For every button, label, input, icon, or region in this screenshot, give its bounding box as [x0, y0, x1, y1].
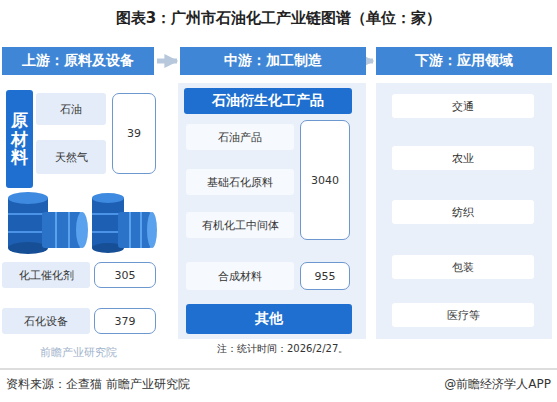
node-text: 39 — [127, 127, 141, 140]
category-header: 其他 — [186, 304, 352, 334]
item-box: 合成材料 — [186, 262, 294, 290]
node-text: 基础石化原料 — [207, 175, 273, 190]
footer-rule — [0, 369, 557, 370]
stage-header: 中游：加工制造 — [180, 47, 366, 75]
node-text: 石油产品 — [218, 130, 262, 145]
credit-text: @前瞻经济学人APP — [444, 376, 551, 393]
downstream-panel — [376, 83, 552, 339]
node-text: 原材料 — [11, 111, 28, 167]
node-text: 纺织 — [452, 205, 474, 220]
flow-arrow — [369, 59, 373, 64]
barrel-illustration — [8, 192, 157, 254]
node-text: 有机化工中间体 — [202, 218, 279, 233]
node-text: 石油 — [60, 102, 82, 117]
node-text: 农业 — [452, 151, 474, 166]
midstream-panel — [178, 83, 366, 339]
node-text: 下游：应用领域 — [415, 52, 513, 70]
node-text: 石化设备 — [24, 314, 68, 329]
node-text: 包装 — [452, 260, 474, 275]
application-box: 交通 — [392, 94, 534, 118]
category-label: 原材料 — [6, 90, 33, 188]
watermark-text: 前瞻产业研究院 — [40, 345, 117, 360]
note-text: 注：统计时间：2026/2/27。 — [217, 342, 348, 356]
node-text: 化工催化剂 — [19, 268, 74, 283]
node-text: 3040 — [311, 174, 339, 187]
item-box: 石化设备 — [2, 308, 90, 334]
node-text: 其他 — [255, 310, 283, 328]
application-box: 包装 — [392, 255, 534, 279]
node-text: 医疗等 — [447, 308, 480, 323]
application-box: 纺织 — [392, 200, 534, 224]
item-box: 有机化工中间体 — [186, 212, 294, 238]
node-text: 上游：原料及设备 — [22, 52, 134, 70]
node-text: 955 — [315, 270, 336, 283]
node-text: 交通 — [452, 99, 474, 114]
item-box: 基础石化原料 — [186, 169, 294, 195]
application-box: 农业 — [392, 146, 534, 170]
item-box: 天然气 — [36, 140, 106, 174]
item-box: 石油 — [36, 93, 106, 125]
stage-header: 上游：原料及设备 — [2, 47, 154, 75]
count-box: 955 — [300, 262, 350, 290]
count-box: 3040 — [300, 120, 350, 240]
application-box: 医疗等 — [392, 303, 534, 327]
item-box: 化工催化剂 — [2, 262, 90, 288]
node-text: 合成材料 — [218, 269, 262, 284]
category-header: 石油衍生化工产品 — [184, 88, 352, 114]
node-text: 石油衍生化工产品 — [212, 92, 324, 110]
count-box: 379 — [94, 308, 156, 334]
count-box: 305 — [94, 262, 156, 288]
chart-title: 图表3：广州市石油化工产业链图谱（单位：家） — [0, 9, 557, 28]
flow-arrow — [157, 59, 177, 64]
item-box: 石油产品 — [186, 124, 294, 150]
count-box: 39 — [112, 93, 156, 174]
stage-header: 下游：应用领域 — [376, 47, 552, 75]
node-text: 中游：加工制造 — [224, 52, 322, 70]
node-text: 天然气 — [55, 150, 88, 165]
source-text: 资料来源：企查猫 前瞻产业研究院 — [6, 376, 190, 393]
node-text: 305 — [115, 269, 136, 282]
node-text: 379 — [115, 315, 136, 328]
